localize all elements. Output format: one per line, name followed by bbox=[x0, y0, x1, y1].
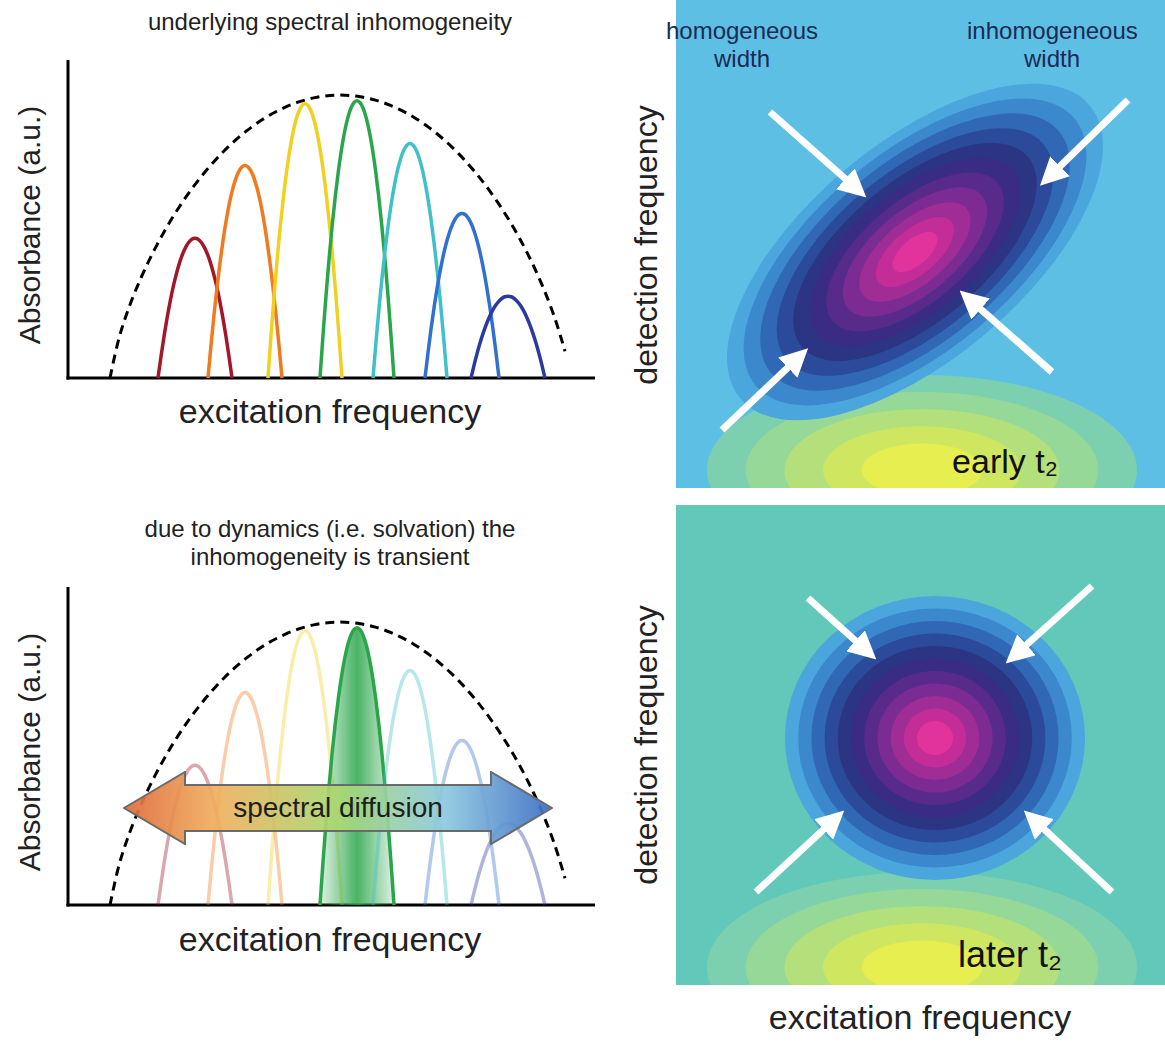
width-arrow bbox=[770, 112, 858, 190]
peak-contour bbox=[757, 103, 1073, 400]
negative-lobe bbox=[707, 872, 1137, 985]
axis-label: Absorbance (a.u.) bbox=[13, 106, 48, 344]
arrow-shape bbox=[124, 772, 552, 844]
arrow-label: spectral diffusion bbox=[233, 792, 443, 824]
width-arrow bbox=[756, 818, 836, 892]
time-label: later t₂ bbox=[958, 934, 1062, 975]
width-arrow bbox=[1048, 100, 1128, 178]
axis-label: excitation frequency bbox=[179, 392, 481, 431]
peak-contour bbox=[714, 63, 1116, 441]
spectrum bbox=[67, 60, 596, 380]
axis-label: detection frequency bbox=[628, 105, 665, 384]
peak-contour bbox=[851, 658, 1019, 817]
width-label: homogeneous width bbox=[657, 17, 827, 72]
peak-contour bbox=[864, 671, 1006, 805]
y-axis bbox=[67, 587, 70, 907]
2d-spectrum bbox=[676, 0, 1165, 488]
negative-lobe bbox=[784, 409, 1059, 488]
faded-spectrum bbox=[67, 587, 596, 907]
width-arrow bbox=[1014, 586, 1092, 656]
peak-contour bbox=[825, 633, 1046, 842]
peak-contour bbox=[886, 224, 945, 279]
peak-contour bbox=[800, 144, 1030, 360]
width-arrow bbox=[808, 598, 868, 652]
width-label: inhomogeneous width bbox=[967, 17, 1137, 72]
y-axis bbox=[67, 60, 70, 380]
absorption-peak bbox=[320, 628, 394, 905]
width-arrow bbox=[722, 356, 800, 430]
absorption-peak bbox=[471, 296, 545, 378]
peak-contour bbox=[891, 696, 980, 780]
peak-contour bbox=[904, 708, 966, 767]
negative-lobe bbox=[746, 889, 1099, 985]
peak-contour bbox=[785, 596, 1085, 880]
width-arrow bbox=[968, 298, 1052, 372]
peak-contour bbox=[864, 204, 966, 299]
peak-contour bbox=[917, 721, 953, 755]
time-label: early t₂ bbox=[952, 442, 1058, 481]
axis-label: excitation frequency bbox=[769, 998, 1071, 1037]
double-arrow: spectral diffusion bbox=[123, 771, 553, 845]
width-arrow bbox=[1032, 818, 1112, 892]
axis-label: detection frequency bbox=[628, 605, 665, 884]
absorption-peak bbox=[471, 823, 545, 905]
absorption-peak bbox=[320, 101, 394, 378]
peak-contour bbox=[798, 608, 1072, 867]
x-axis bbox=[67, 377, 596, 380]
panel-title: underlying spectral inhomogeneity bbox=[148, 8, 512, 36]
absorption-peak bbox=[373, 144, 447, 378]
axis-label: Absorbance (a.u.) bbox=[13, 633, 48, 871]
peak-contour bbox=[778, 124, 1051, 381]
peak-contour bbox=[692, 43, 1137, 461]
peak-contour bbox=[843, 184, 987, 320]
2d-spectrum bbox=[676, 505, 1165, 985]
axis-label: excitation frequency bbox=[179, 920, 481, 959]
absorption-peak bbox=[425, 213, 499, 378]
peak-contour bbox=[811, 621, 1058, 855]
panel-title: due to dynamics (i.e. solvation) the inh… bbox=[90, 515, 570, 570]
peak-contour bbox=[877, 683, 992, 792]
peak-contour bbox=[676, 23, 1159, 482]
peak-contour bbox=[838, 646, 1032, 830]
envelope-dashed bbox=[110, 95, 565, 378]
envelope-dashed bbox=[110, 622, 565, 905]
